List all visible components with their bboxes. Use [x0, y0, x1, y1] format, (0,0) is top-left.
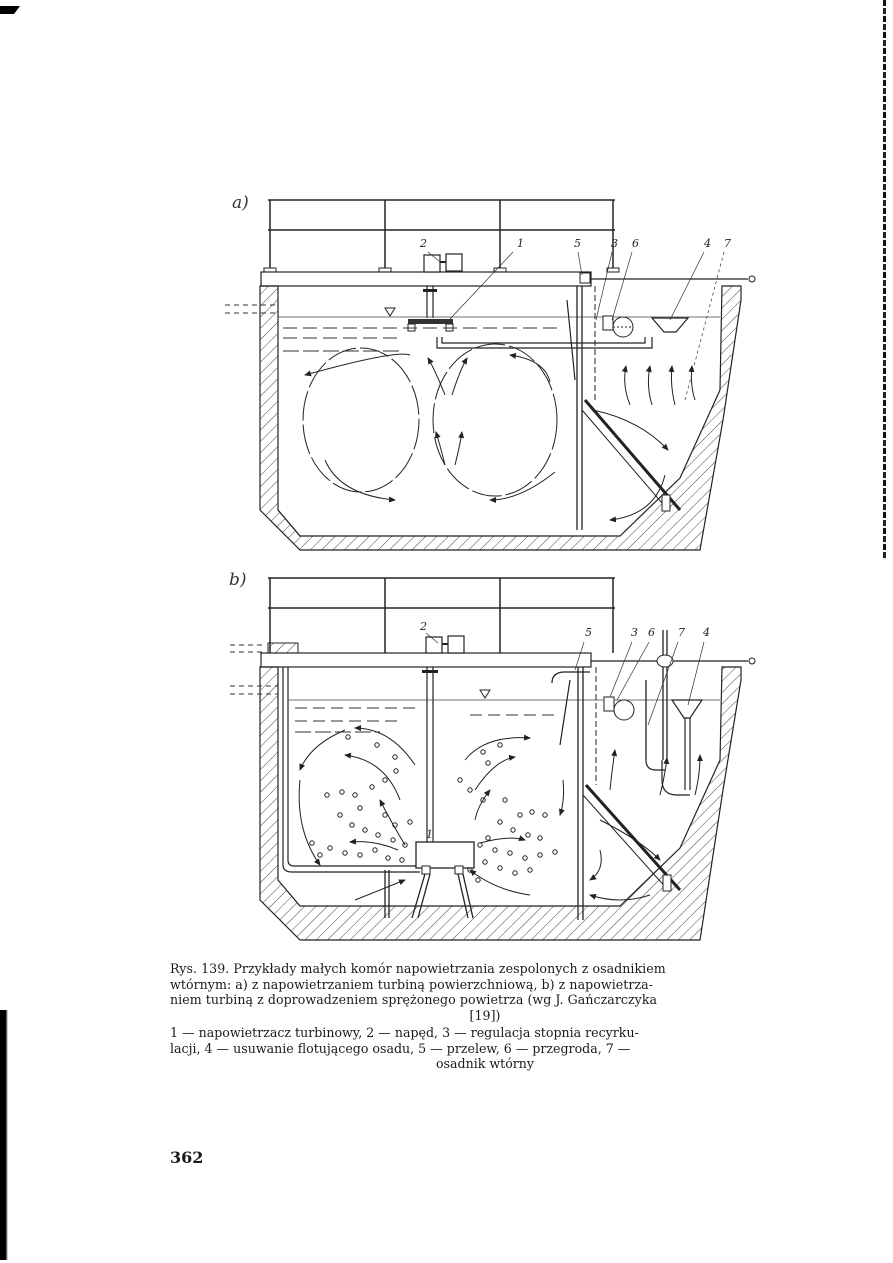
scan-binding-shadow [0, 1010, 8, 1260]
callout-b-3: 3 [631, 626, 638, 639]
panel-b-label: b) [229, 570, 247, 590]
caption-line: wtórnym: a) z napowietrzaniem turbiną po… [170, 976, 654, 992]
callout-a-7: 7 [724, 237, 731, 250]
callout-b-6: 6 [648, 626, 655, 639]
figure-caption: Rys. 139. Przykłady małych komór napowie… [170, 961, 800, 1023]
callout-a-4: 4 [703, 237, 711, 250]
callout-b-4: 4 [702, 626, 710, 639]
callout-a-6: 6 [632, 237, 639, 250]
page-number: 362 [170, 1148, 204, 1167]
callout-b-1: 1 [426, 828, 433, 841]
callout-b-7: 7 [678, 626, 685, 639]
technical-drawing: 2 1 5 3 6 4 7 [225, 199, 756, 941]
air-bubbles [309, 734, 558, 883]
caption-reference: [19]) [469, 1007, 501, 1023]
scan-corner-mark [0, 6, 20, 14]
legend-line: 1 — napowietrzacz turbinowy, 2 — napęd, … [170, 1025, 639, 1040]
callout-a-3: 3 [611, 237, 618, 250]
caption-line: Rys. 139. Przykłady małych komór napowie… [170, 961, 666, 976]
callout-a-5: 5 [574, 237, 581, 250]
figure-legend: 1 — napowietrzacz turbinowy, 2 — napęd, … [170, 1025, 800, 1072]
caption-line: niem turbiną z doprowadzeniem sprężonego… [170, 992, 658, 1007]
legend-line: osadnik wtórny [435, 1056, 535, 1071]
legend-line: lacji, 4 — usuwanie flotującego osadu, 5… [170, 1040, 631, 1056]
callout-a-1: 1 [517, 237, 524, 250]
panel-b-drawing: 2 5 3 6 7 4 1 [230, 577, 756, 941]
scan-right-edge [883, 0, 886, 560]
callout-b-2: 2 [419, 620, 427, 633]
callout-b-5: 5 [585, 626, 592, 639]
panel-a-label: a) [232, 193, 249, 213]
callout-a-2: 2 [419, 237, 427, 250]
panel-a-drawing: 2 1 5 3 6 4 7 [225, 199, 756, 551]
